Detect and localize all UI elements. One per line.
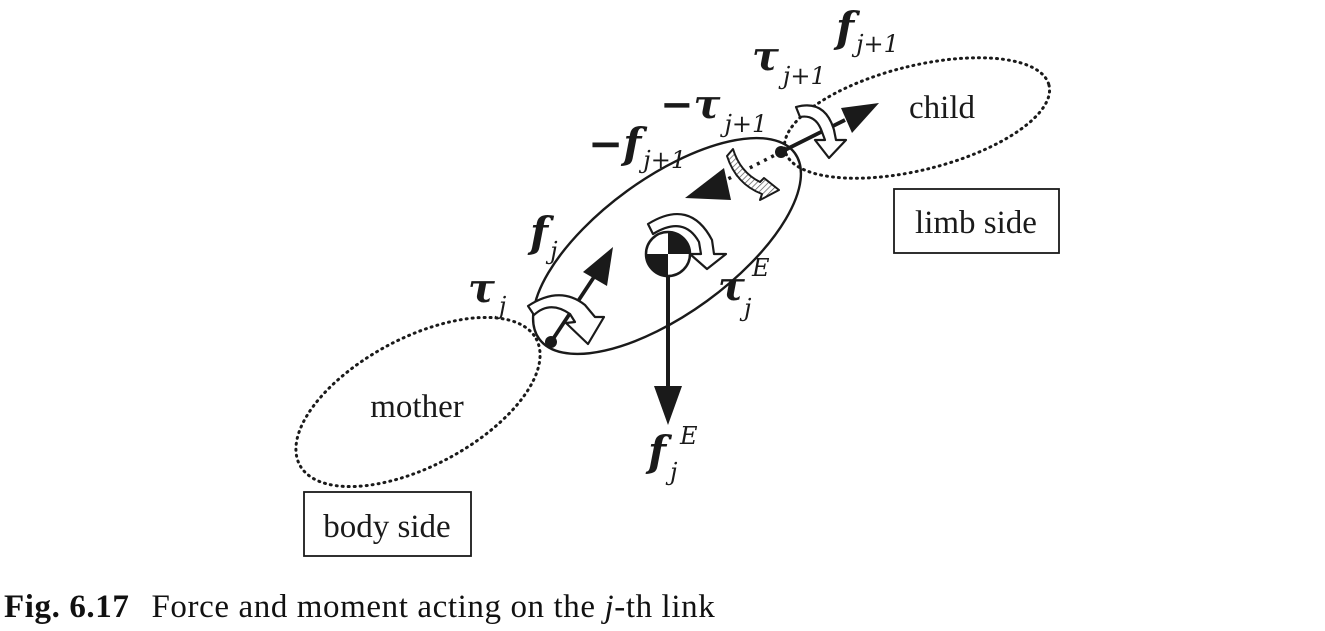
f-E-sub: j	[665, 458, 678, 486]
tau-E-symbol: τ	[718, 263, 745, 310]
f-E-arrowhead	[654, 386, 682, 425]
body-side-label: body side	[323, 509, 450, 545]
child-label: child	[909, 90, 975, 126]
f-j-symbol: fj	[527, 208, 558, 265]
child-link	[782, 56, 1052, 180]
body-side-box	[303, 491, 472, 557]
joint-j	[545, 336, 557, 348]
limb-side-box	[893, 188, 1060, 254]
minus-f-j1-shaft	[721, 150, 782, 184]
limb-side-label: limb side	[915, 205, 1037, 241]
minus-tau-j1-arrow	[726, 148, 780, 201]
figure-number: Fig. 6.17	[4, 589, 130, 625]
mother-link	[294, 315, 542, 489]
f-j-arrowhead	[583, 247, 613, 286]
f-E-sup: E	[679, 422, 698, 450]
f-j1-shaft	[780, 118, 846, 154]
f-E-symbol: f	[645, 427, 673, 476]
jth-link	[531, 136, 803, 356]
f-j1-arrowhead	[841, 103, 879, 133]
caption-text-before: Force and moment acting on the	[151, 589, 605, 625]
f-j1-symbol: fj+1	[833, 3, 899, 58]
minus-f-j1-symbol: −fj+1	[588, 119, 686, 174]
center-of-mass-icon	[644, 230, 692, 278]
caption-text-after: -th link	[614, 589, 716, 625]
caption-variable: j	[604, 589, 615, 625]
tau-E-arrow	[646, 212, 728, 271]
minus-f-j1-arrowhead	[685, 168, 731, 200]
mother-label: mother	[370, 389, 463, 425]
tau-j-arrow	[526, 294, 606, 346]
tau-j1-arrow	[794, 104, 848, 160]
tau-E-sup: E	[751, 254, 770, 282]
joint-j1	[775, 146, 787, 158]
